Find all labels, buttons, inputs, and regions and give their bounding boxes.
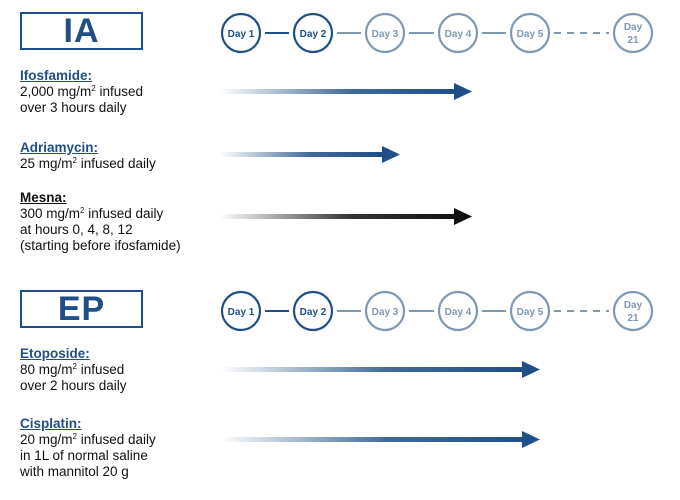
day-label-number: 21 [627, 313, 639, 324]
drug-name: Etoposide: [20, 346, 90, 361]
day-label: Day 4 [445, 29, 472, 40]
arrow-etoposide [220, 361, 540, 378]
day-circle [509, 12, 551, 54]
arrow-shaft [220, 89, 456, 94]
drug-dose: 80 mg/m2 infused [20, 362, 125, 377]
arrow-ifosfamide [220, 83, 472, 100]
day-label: Day 1 [228, 29, 255, 40]
day-marker: Day 4 [437, 290, 479, 332]
drug-name: Cisplatin: [20, 416, 82, 431]
day-marker: Day 2 [292, 290, 334, 332]
drug-dose: 2,000 mg/m2 infused [20, 84, 144, 99]
arrow-head [454, 83, 472, 100]
arrow-head [522, 431, 540, 448]
day-marker: Day 21 [612, 12, 654, 54]
day-label: Day [624, 22, 643, 33]
drug-schedule: at hours 0, 4, 8, 12 [20, 222, 133, 237]
day-label: Day 2 [300, 29, 327, 40]
timeline-ep-svg: Day 1 Day 2 Day 3 Day 4 Day 5 Day 21 [220, 290, 654, 332]
regimen-ep-label: EP [20, 290, 143, 328]
day-marker: Day 1 [220, 290, 262, 332]
drug-etoposide: Etoposide: 80 mg/m2 infused over 2 hours… [20, 346, 127, 394]
arrow-shaft [220, 437, 524, 442]
day-label: Day 4 [445, 307, 472, 318]
day-circle [612, 12, 654, 54]
day-circle [364, 290, 406, 332]
arrow-shaft [220, 367, 524, 372]
day-marker: Day 3 [364, 290, 406, 332]
day-circle [292, 290, 334, 332]
arrow-head [382, 146, 400, 163]
drug-dose: 25 mg/m2 infused daily [20, 156, 156, 171]
day-circle [220, 290, 262, 332]
day-circle [437, 290, 479, 332]
day-marker: Day 21 [612, 290, 654, 332]
day-label: Day 3 [372, 29, 399, 40]
day-circle [364, 12, 406, 54]
day-label: Day 1 [228, 307, 255, 318]
day-marker: Day 1 [220, 12, 262, 54]
drug-schedule: over 2 hours daily [20, 378, 127, 393]
timeline-ep: Day 1 Day 2 Day 3 Day 4 Day 5 Day 21 [0, 278, 680, 358]
drug-dose: 300 mg/m2 infused daily [20, 206, 164, 221]
drug-cisplatin: Cisplatin: 20 mg/m2 infused daily in 1L … [20, 416, 156, 480]
day-marker: Day 2 [292, 12, 334, 54]
drug-name: Ifosfamide: [20, 68, 93, 83]
day-label: Day 2 [300, 307, 327, 318]
day-marker: Day 5 [509, 12, 551, 54]
drug-adriamycin: Adriamycin: 25 mg/m2 infused daily [20, 140, 156, 172]
arrow-head [522, 361, 540, 378]
drug-note: (starting before ifosfamide) [20, 238, 181, 253]
drug-dose: 20 mg/m2 infused daily [20, 432, 156, 447]
day-label-number: 21 [627, 35, 639, 46]
day-label: Day 3 [372, 307, 399, 318]
drug-ifosfamide: Ifosfamide: 2,000 mg/m2 infused over 3 h… [20, 68, 143, 116]
day-circle [220, 12, 262, 54]
day-circle [292, 12, 334, 54]
arrow-cisplatin [220, 431, 540, 448]
drug-schedule: over 3 hours daily [20, 100, 127, 115]
timeline-ia: Day 1 Day 2 Day 3 Day 4 Day 5 Day 21 [0, 0, 680, 80]
drug-name: Mesna: [20, 190, 67, 205]
day-circle [612, 290, 654, 332]
day-circle [509, 290, 551, 332]
day-marker: Day 4 [437, 12, 479, 54]
arrow-adriamycin [220, 146, 400, 163]
drug-mesna: Mesna: 300 mg/m2 infused daily at hours … [20, 190, 181, 254]
day-circle [437, 12, 479, 54]
drug-note: with mannitol 20 g [20, 464, 129, 479]
day-label: Day 5 [517, 29, 544, 40]
arrow-shaft [220, 214, 456, 219]
drug-schedule: in 1L of normal saline [20, 448, 148, 463]
arrow-mesna [220, 208, 472, 225]
day-label: Day 5 [517, 307, 544, 318]
day-marker: Day 5 [509, 290, 551, 332]
drug-name: Adriamycin: [20, 140, 99, 155]
arrow-head [454, 208, 472, 225]
day-marker: Day 3 [364, 12, 406, 54]
day-label: Day [624, 300, 643, 311]
timeline-ia-svg: Day 1 Day 2 Day 3 Day 4 Day 5 Day 21 [220, 12, 654, 54]
regimen-ia-label: IA [20, 12, 143, 50]
arrow-shaft [220, 152, 384, 157]
